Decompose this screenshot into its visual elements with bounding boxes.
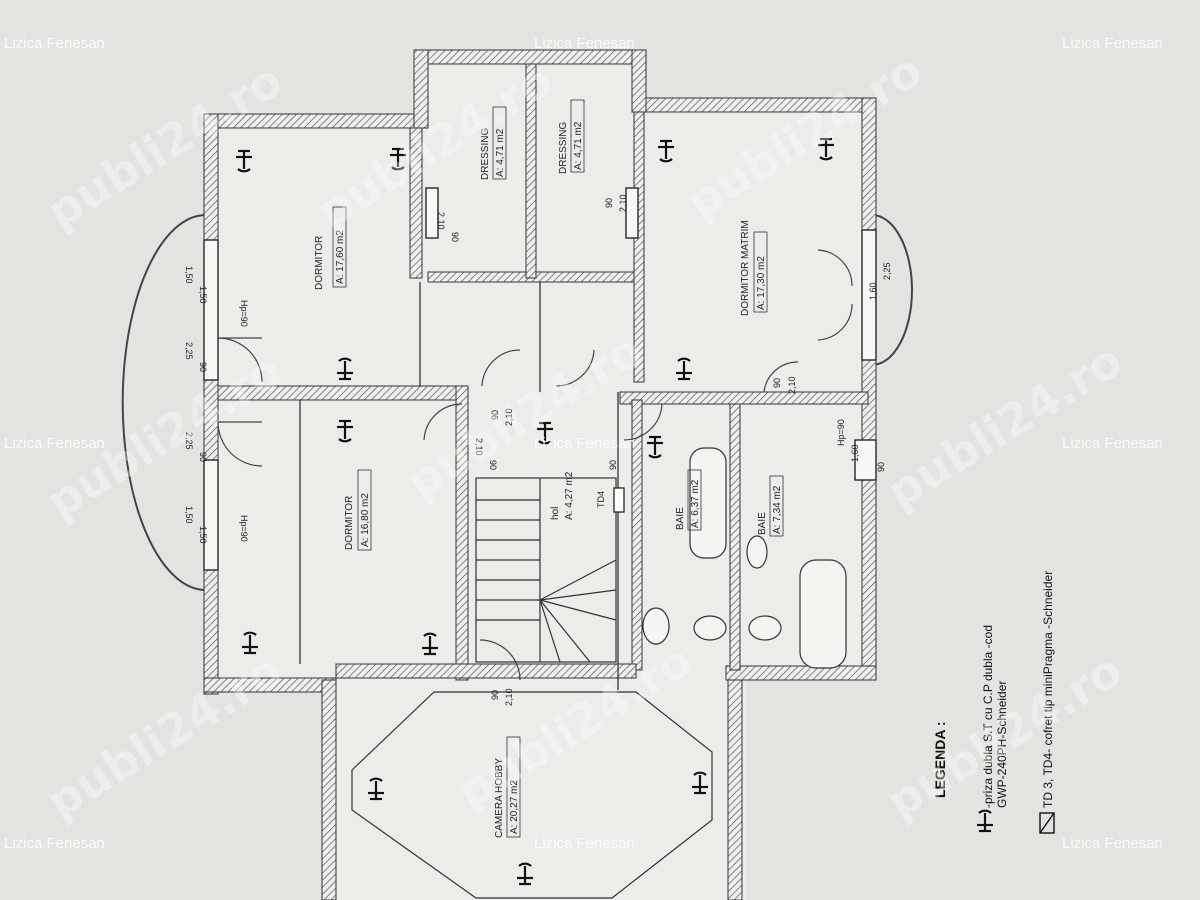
dim-label: 1,60 — [850, 444, 860, 462]
room-label-dressing-1: DRESSING A: 4,71 m2 — [480, 106, 507, 180]
legend-item-2: TD 3, TD4- cofret tip miniPragma -Schnei… — [1041, 571, 1055, 808]
hobby-octagon — [351, 691, 713, 899]
legend-item-1: -priza dubla S.T cu C.P dubla -cod — [981, 625, 995, 808]
room-area: A: 17,30 m2 — [756, 256, 767, 310]
room-name: BAIE — [675, 507, 686, 530]
room-area: A: 17,60 m2 — [335, 230, 346, 284]
dim-label: 1,50 — [198, 526, 208, 544]
room-area: A: 6,37 m2 — [690, 479, 701, 528]
dim-label: 2,10 — [504, 688, 514, 706]
bathroom-fixtures — [642, 447, 847, 669]
room-name: DRESSING — [558, 122, 569, 174]
dim-label: 90 — [490, 690, 500, 700]
legend-item-1b: GWP-240PH-Schneider — [995, 681, 1009, 808]
room-name: DORMITOR — [344, 496, 355, 550]
legend-panel-icon — [1039, 812, 1055, 834]
dim-label: 1,50 — [198, 286, 208, 304]
dim-label: 1,50 — [184, 266, 194, 284]
balcony-arc-right — [871, 214, 913, 366]
dim-label: 90 — [490, 410, 500, 420]
interior-walls — [217, 63, 869, 681]
dim-label: 1,60 — [868, 282, 878, 300]
watermark-author: Lizica Fenesan — [534, 35, 635, 52]
watermark-author: Lizica Fenesan — [534, 835, 635, 852]
room-label-baie-2: BAIE A: 7,34 m2 — [757, 475, 784, 537]
room-name: DRESSING — [480, 128, 491, 180]
room-name: CAMERA HOBBY — [494, 758, 505, 838]
room-label-dressing-2: DRESSING A: 4,71 m2 — [558, 99, 585, 174]
watermark-author: Lizica Fenesan — [534, 435, 635, 452]
watermark-site: publi24.ro — [37, 643, 291, 830]
balcony-arc-left — [121, 214, 207, 591]
dim-label: 2,10 — [618, 194, 628, 212]
room-label-dormitor-matrim: DORMITOR MATRIM A: 17,30 m2 — [740, 220, 768, 316]
legend-title: LEGENDA : — [932, 722, 948, 798]
td4-panel — [613, 487, 625, 513]
room-name: BAIE — [757, 512, 768, 535]
td4-label: TD4 — [596, 491, 606, 508]
room-label-baie-1: BAIE A: 6,37 m2 — [675, 469, 702, 531]
dim-label: 90 — [198, 452, 208, 462]
room-area: A: 4,27 m2 — [564, 471, 575, 520]
hp-label: Hp=90 — [239, 300, 249, 327]
dim-label: 2,25 — [882, 262, 892, 280]
dimension-labels: Hp=90 Hp=90 Hp=90 1,50 1,50 1,50 1,50 2,… — [184, 194, 892, 706]
room-area: A: 4,71 m2 — [495, 128, 506, 177]
dim-label: 2,10 — [787, 376, 797, 394]
hp-label: Hp=90 — [836, 419, 846, 446]
room-label-hol: hol A: 4,27 m2 — [550, 471, 575, 520]
watermark-author: Lizica Fenesan — [1062, 835, 1163, 852]
legend: LEGENDA : -priza dubla S.T cu C.P dubla … — [932, 571, 1055, 834]
dim-label: 90 — [488, 460, 498, 470]
stairs — [475, 477, 617, 663]
doors — [217, 249, 853, 681]
room-name: DORMITOR MATRIM — [740, 220, 751, 316]
dim-label: 2,10 — [474, 438, 484, 456]
dim-label: 90 — [876, 462, 886, 472]
room-label-camera-hobby: CAMERA HOBBY A: 20,27 m2 — [494, 736, 521, 838]
watermark-site: publi24.ro — [877, 333, 1131, 520]
dim-label: 2,25 — [184, 432, 194, 450]
dim-label: 1,50 — [184, 506, 194, 524]
watermark-author: Lizica Fenesan — [4, 435, 105, 452]
windows — [203, 187, 877, 571]
room-name: hol — [550, 507, 561, 520]
dim-label: 90 — [198, 362, 208, 372]
room-area: A: 16,80 m2 — [360, 493, 371, 547]
dim-label: 90 — [450, 232, 460, 242]
room-label-dormitor-top: DORMITOR A: 17,60 m2 — [314, 206, 347, 290]
hp-label: Hp=90 — [239, 515, 249, 542]
watermark-author: Lizica Fenesan — [1062, 435, 1163, 452]
thin-lines — [299, 282, 619, 690]
room-area: A: 20,27 m2 — [509, 780, 520, 834]
dim-label: 2,10 — [504, 408, 514, 426]
room-label-dormitor-bottom: DORMITOR A: 16,80 m2 — [344, 469, 372, 551]
room-area: A: 7,34 m2 — [772, 485, 783, 534]
watermark-author: Lizica Fenesan — [1062, 35, 1163, 52]
watermark-author: Lizica Fenesan — [4, 835, 105, 852]
dim-label: 90 — [608, 460, 618, 470]
legend-socket-icon — [975, 809, 995, 833]
room-area: A: 4,71 m2 — [573, 121, 584, 170]
dim-label: 90 — [604, 198, 614, 208]
dim-label: 90 — [772, 378, 782, 388]
watermark-author: Lizica Fenesan — [4, 35, 105, 52]
dim-label: 2,10 — [436, 212, 446, 230]
room-name: DORMITOR — [314, 236, 325, 290]
dim-label: 2,25 — [184, 342, 194, 360]
